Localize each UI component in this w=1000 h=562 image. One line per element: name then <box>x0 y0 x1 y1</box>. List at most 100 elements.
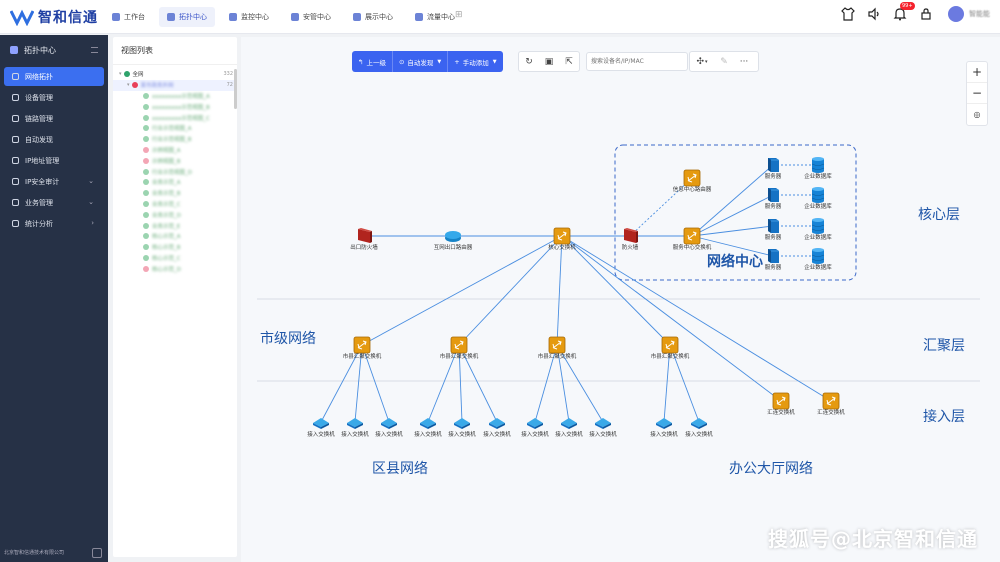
node-city-switch-label: 市县汇聚交换机 <box>650 354 690 360</box>
topology-toolbar: ↰上一级 ⊙自动发现▼ +手动添加▼ <box>352 51 503 72</box>
sidebar-item-ip-management[interactable]: IP地址管理 <box>4 151 104 170</box>
tree-item[interactable]: 核心示范_B <box>113 242 237 253</box>
sidebar-item-business[interactable]: 业务管理⌄ <box>4 193 104 212</box>
node-access-switch-label: 接入交换机 <box>483 432 511 438</box>
status-dot <box>143 254 149 261</box>
tree-item[interactable]: 业务示范_C <box>113 199 237 210</box>
node-database-label: 企业数据库 <box>804 204 832 210</box>
tree-item[interactable]: 业务示范_A <box>113 177 237 188</box>
speaker-icon[interactable] <box>866 6 882 22</box>
tree-label: 全网 <box>132 72 144 79</box>
auto-discover-button[interactable]: ⊙自动发现▼ <box>392 51 449 72</box>
manual-add-button[interactable]: +手动添加▼ <box>448 51 503 72</box>
tree-item[interactable]: 业务示范_D <box>113 209 237 220</box>
tree-label: 核心示范_B <box>152 245 181 252</box>
tree-label: 示例视图_A <box>152 147 181 154</box>
topology-canvas[interactable] <box>241 37 1000 562</box>
status-dot <box>143 136 149 143</box>
tree-root[interactable]: ▾ 全网 332 <box>113 69 237 80</box>
panel-title: 视图列表 <box>113 37 237 65</box>
caret-down-icon: ▼ <box>492 58 497 65</box>
zoom-controls: + − ◎ <box>966 61 988 126</box>
logo[interactable]: 智和信通 <box>10 6 98 28</box>
tree-item[interactable]: 行业示范视图_D <box>113 166 237 177</box>
tree-label: 某市政务外网 <box>140 83 174 90</box>
bell-icon[interactable]: 99+ <box>892 2 915 22</box>
shirt-icon[interactable] <box>840 6 856 22</box>
tab-traffic-center[interactable]: 流量中心 <box>407 7 463 27</box>
tab-label: 拓扑中心 <box>179 13 207 21</box>
tree-item[interactable]: 核心示范_D <box>113 263 237 274</box>
layer-label-core: 核心层 <box>918 207 960 223</box>
tree-item[interactable]: 示例视图_A <box>113 145 237 156</box>
sidebar-item-label: 业务管理 <box>25 198 53 207</box>
tree-item[interactable]: 示例视图_B <box>113 155 237 166</box>
tree-item[interactable]: 业务示范_B <box>113 188 237 199</box>
tree-item[interactable]: 核心示范_A <box>113 231 237 242</box>
tree-label: 业务示范_D <box>152 212 181 219</box>
avatar[interactable] <box>948 6 964 22</box>
scrollbar[interactable] <box>234 69 237 109</box>
tree-item[interactable]: 核心示范_C <box>113 253 237 264</box>
sidebar: 拓扑中心 网络拓扑 设备管理 链路管理 自动发现 IP地址管理 IP安全审计⌄ … <box>0 35 108 562</box>
search-input[interactable] <box>586 52 688 71</box>
tab-label: 展示中心 <box>365 13 393 21</box>
chevron-down-icon: ⌄ <box>88 177 94 185</box>
node-access-switch-label: 接入交换机 <box>341 432 369 438</box>
tab-monitor-center[interactable]: 监控中心 <box>221 7 277 27</box>
top-nav: 工作台 拓扑中心 监控中心 安管中心 展示中心 流量中心 <box>104 7 469 27</box>
node-database-label: 企业数据库 <box>804 174 832 180</box>
grid-menu-icon[interactable]: ⊞ <box>455 10 463 20</box>
tree-item[interactable]: 行业示范视图_A <box>113 123 237 134</box>
tree-item[interactable]: 行业示范视图_B <box>113 134 237 145</box>
tab-workbench[interactable]: 工作台 <box>104 7 153 27</box>
tab-security-center[interactable]: 安管中心 <box>283 7 339 27</box>
more-icon[interactable]: ··· <box>739 56 749 67</box>
save-icon[interactable]: ▣ <box>544 56 554 67</box>
back-button[interactable]: ↰上一级 <box>352 51 393 72</box>
status-dot <box>143 233 149 240</box>
sidebar-item-auto-discover[interactable]: 自动发现 <box>4 130 104 149</box>
sidebar-item-label: 链路管理 <box>25 114 53 123</box>
sidebar-item-link-management[interactable]: 链路管理 <box>4 109 104 128</box>
sidebar-header: 拓扑中心 <box>0 35 108 65</box>
tree-label: xxxxxxxxx示范视图_B <box>152 104 210 111</box>
refresh-icon[interactable]: ↻ <box>525 56 533 67</box>
sidebar-item-device-management[interactable]: 设备管理 <box>4 88 104 107</box>
top-bar: 智和信通 工作台 拓扑中心 监控中心 安管中心 展示中心 流量中心 ⊞ 99+ … <box>0 0 1000 34</box>
tree-item[interactable]: xxxxxxxxx示范视图_B <box>113 101 237 112</box>
tree-label: xxxxxxxxx示范视图_A <box>152 93 210 100</box>
sidebar-item-network-topology[interactable]: 网络拓扑 <box>4 67 104 86</box>
collapse-icon[interactable] <box>91 47 98 53</box>
zoom-in-icon[interactable]: + <box>967 62 987 83</box>
menu-toggle-icon[interactable] <box>92 548 102 558</box>
shield-icon <box>291 13 299 21</box>
tab-display-center[interactable]: 展示中心 <box>345 7 401 27</box>
tab-topology-center[interactable]: 拓扑中心 <box>159 7 215 27</box>
group-label-datacenter: 网络中心 <box>707 254 763 270</box>
layout-icon[interactable]: ✣▾ <box>696 56 708 67</box>
sidebar-item-ip-audit[interactable]: IP安全审计⌄ <box>4 172 104 191</box>
lock-icon[interactable] <box>918 6 934 22</box>
edit-icon[interactable]: ✎ <box>720 56 728 67</box>
top-right-actions: 99+ 智能能 <box>830 2 990 22</box>
toolbar-icon-group: ↻ ▣ ⇱ <box>518 51 580 72</box>
tree-group[interactable]: ▾ 某市政务外网 72 <box>113 79 237 91</box>
ip-icon <box>12 157 19 164</box>
discover-icon: ⊙ <box>398 57 405 66</box>
sidebar-item-statistics[interactable]: 统计分析› <box>4 214 104 233</box>
node-access-switch-label: 接入交换机 <box>414 432 442 438</box>
tree-item[interactable]: xxxxxxxxx示范视图_A <box>113 91 237 102</box>
fit-view-icon[interactable]: ◎ <box>973 110 981 119</box>
node-server-label: 服务器 <box>764 265 782 271</box>
zoom-out-icon[interactable]: − <box>967 83 987 104</box>
device-icon <box>12 94 19 101</box>
export-icon[interactable]: ⇱ <box>565 56 573 67</box>
screen-icon <box>353 13 361 21</box>
tree-item[interactable]: xxxxxxxxx示范视图_C <box>113 112 237 123</box>
status-dot <box>143 179 149 186</box>
topology-icon <box>10 46 18 54</box>
tree-item[interactable]: 业务示范_E <box>113 220 237 231</box>
status-dot <box>143 200 149 207</box>
username[interactable]: 智能能 <box>969 10 990 18</box>
